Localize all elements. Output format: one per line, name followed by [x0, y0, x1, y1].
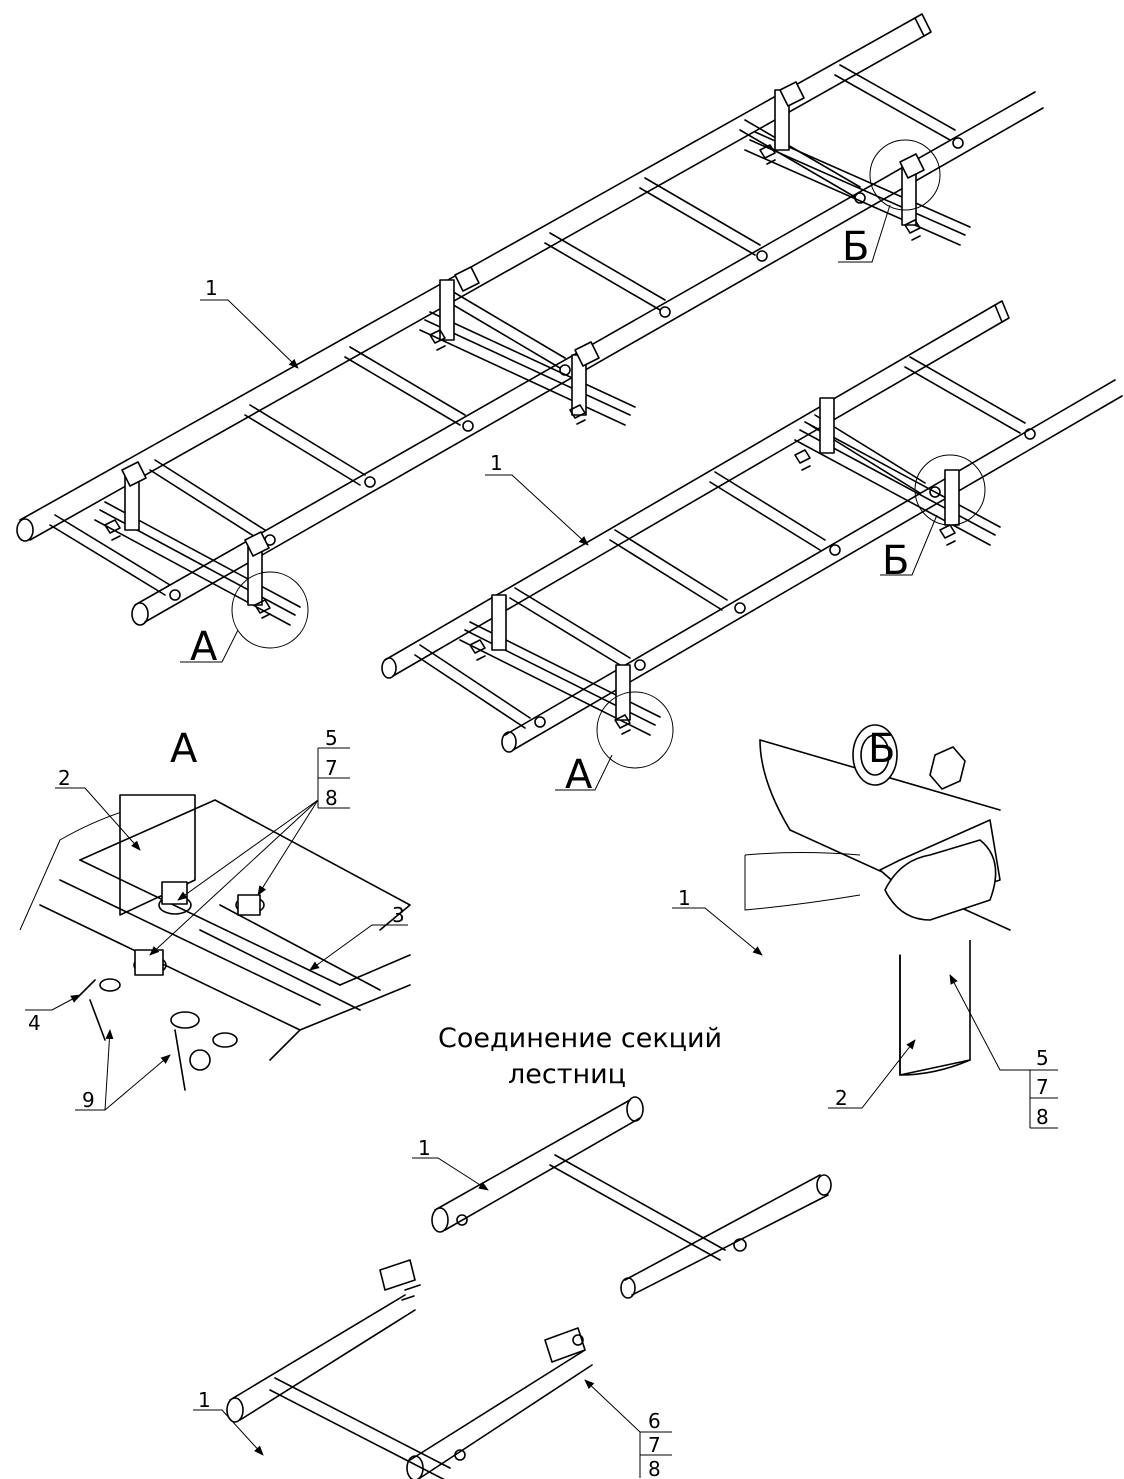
callout-1-b: 1	[678, 886, 691, 910]
callout-5-b: 5	[1036, 1046, 1049, 1070]
ladder-assembly-middle	[381, 300, 1123, 769]
callout-2-b: 2	[835, 1086, 848, 1110]
callout-7-a: 7	[325, 756, 338, 780]
callout-1-joint-lower: 1	[198, 1388, 211, 1412]
view-label-b-top: Б	[842, 224, 869, 270]
caption-line-2: лестниц	[508, 1059, 626, 1090]
callout-1-middle: 1	[490, 451, 503, 475]
callout-8-joint: 8	[648, 1457, 661, 1479]
callout-7-joint: 7	[648, 1433, 661, 1457]
view-label-a-middle: А	[565, 752, 593, 798]
view-label-a-top: А	[190, 624, 218, 670]
section-joint-view	[226, 1096, 832, 1479]
callout-1-top: 1	[205, 276, 218, 300]
callout-1-joint-upper: 1	[418, 1136, 431, 1160]
callout-8-a: 8	[325, 786, 338, 810]
callout-8-b: 8	[1036, 1105, 1049, 1129]
callout-5-a: 5	[325, 726, 338, 750]
leader-lines	[25, 204, 1058, 1478]
callout-2-a: 2	[58, 766, 71, 790]
ladder-assembly-top	[16, 13, 1044, 649]
callout-6: 6	[648, 1409, 661, 1433]
detail-b-view	[744, 724, 1011, 1076]
caption-line-1: Соединение секций	[438, 1023, 722, 1054]
view-label-b-middle: Б	[882, 538, 909, 584]
callout-3: 3	[392, 903, 405, 927]
detail-b-title: Б	[868, 726, 895, 772]
callout-9: 9	[82, 1088, 95, 1112]
callout-7-b: 7	[1036, 1075, 1049, 1099]
detail-a-title: А	[170, 726, 198, 772]
callout-4: 4	[28, 1011, 41, 1035]
label-group: 1 1 А А Б Б А Б 2 5 7 8 3 4 9 1 2 5 7 8 …	[28, 224, 1049, 1479]
detail-a-view	[19, 794, 411, 1091]
